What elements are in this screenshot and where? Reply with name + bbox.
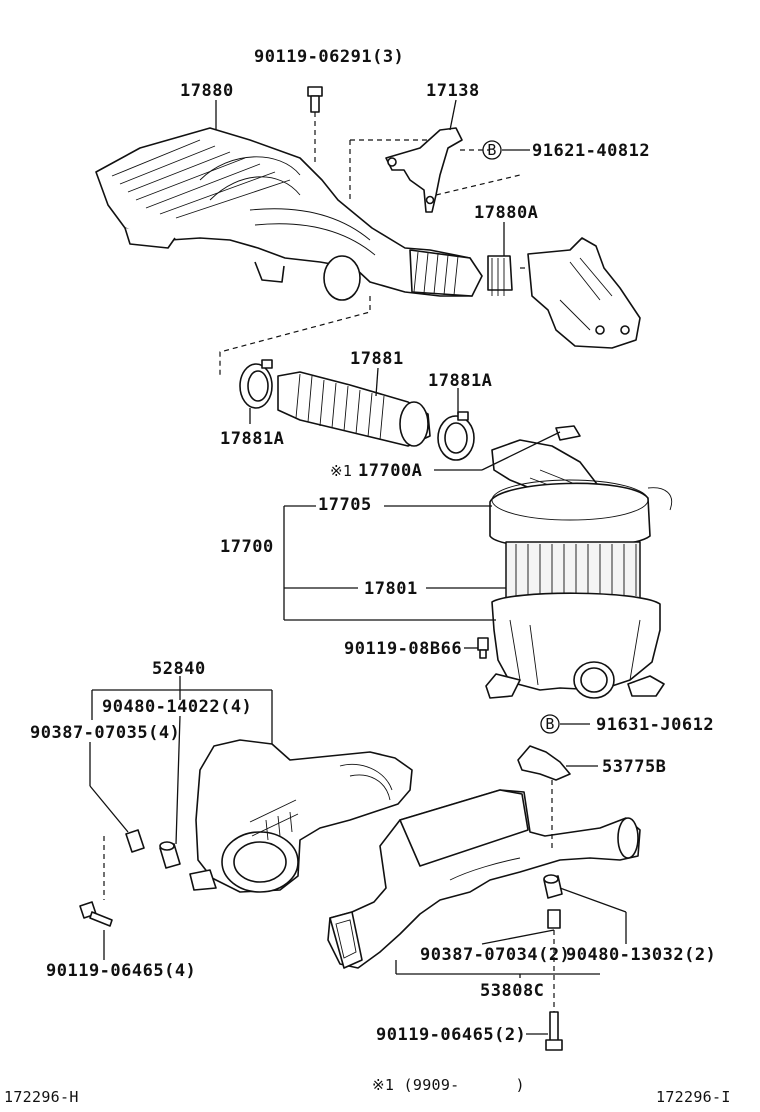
label-cleaner-assy-17700: 17700 <box>220 537 274 557</box>
circle-b-marker-mid: B <box>540 714 560 734</box>
circle-b-label-mid: B <box>545 715 554 733</box>
label-bolt-90119-06465-left: 90119-06465(4) <box>46 961 196 981</box>
cushion-90480-14022 <box>159 841 181 869</box>
label-clamp-17880a: 17880A <box>474 203 538 223</box>
bolt-90119-06291 <box>307 86 323 165</box>
circle-b-marker-top: B <box>482 140 502 160</box>
footnote: ※1 (9909- ) <box>372 1076 525 1094</box>
intake-duct-17880 <box>95 127 483 301</box>
label-clamp-17881a-right: 17881A <box>428 371 492 391</box>
label-element-17801: 17801 <box>364 579 418 599</box>
cushion-90480-13032 <box>543 874 563 899</box>
label-collar-90387-07035: 90387-07035(4) <box>30 723 180 743</box>
collar-90387-07035 <box>125 829 145 853</box>
label-hose-17881: 17881 <box>350 349 404 369</box>
clamp-17881a-left <box>239 359 273 409</box>
label-duct-17880: 17880 <box>180 81 234 101</box>
label-duct-53808c: 53808C <box>480 981 544 1001</box>
label-cleaner-cap-17700a: 17700A <box>358 461 422 481</box>
bolt-90119-08b66 <box>477 637 489 659</box>
label-cushion-90480-14022: 90480-14022(4) <box>102 697 252 717</box>
label-bracket-17138: 17138 <box>426 81 480 101</box>
label-clamp-17881a-left: 17881A <box>220 429 284 449</box>
resonator-52840 <box>189 739 413 893</box>
label-bolt-90119-08b66: 90119-08B66 <box>344 639 462 659</box>
bolt-90119-06465-left <box>79 901 113 927</box>
duct-53808c <box>327 789 641 969</box>
figure-code-right: 172296-I <box>656 1088 731 1106</box>
circle-b-label-top: B <box>487 141 496 159</box>
clamp-53775b <box>517 745 571 850</box>
collar-90387-07034 <box>547 909 561 929</box>
air-cleaner-17700 <box>485 425 672 699</box>
label-cap-17705: 17705 <box>318 495 372 515</box>
label-resonator-52840: 52840 <box>152 659 206 679</box>
label-cushion-90480-13032: 90480-13032(2) <box>566 945 716 965</box>
clamp-17880a <box>487 255 513 296</box>
label-bolt-91631-j0612: 91631-J0612 <box>596 715 714 735</box>
label-bolt-90119-06465-bottom: 90119-06465(2) <box>376 1025 526 1045</box>
clamp-17881a-right <box>437 411 475 461</box>
hose-17881 <box>277 371 431 447</box>
throttle-adapter <box>520 237 641 349</box>
label-bolt-91621-40812: 91621-40812 <box>532 141 650 161</box>
bracket-17138 <box>349 127 521 213</box>
label-note-mark: ※1 <box>330 462 352 480</box>
bolt-90119-06465-bottom <box>545 1011 563 1051</box>
label-clamp-53775b: 53775B <box>602 757 666 777</box>
label-bolt-90119-06291: 90119-06291(3) <box>254 47 404 67</box>
label-collar-90387-07034: 90387-07034(2) <box>420 945 570 965</box>
figure-code-left: 172296-H <box>4 1088 79 1106</box>
leader-lines <box>89 99 627 1035</box>
